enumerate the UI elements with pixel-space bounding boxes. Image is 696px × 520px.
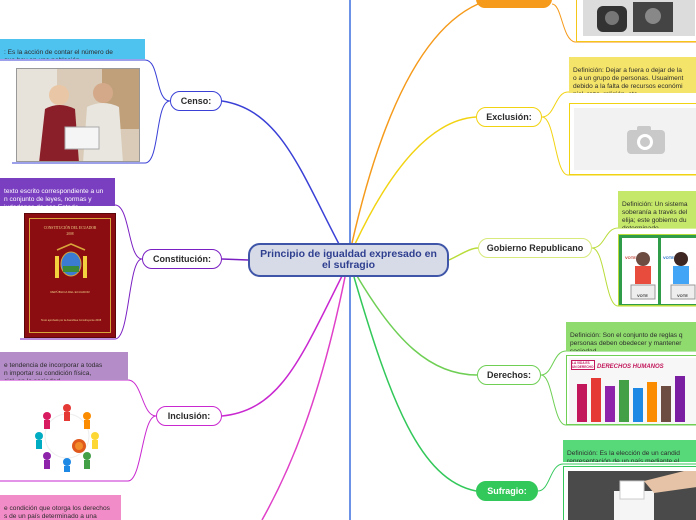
constitucion-book-image[interactable]: CONSTITUCIÓN DEL ECUADOR 2008 REPÚBLICA … [24, 213, 116, 338]
inclusion-definition[interactable]: e tendencia de incorporar a todas n impo… [0, 352, 128, 380]
node-gobierno-republicano[interactable]: Gobierno Republicano [478, 238, 592, 258]
vote-label-2: VOTE [637, 293, 648, 298]
censo-definition[interactable]: : Es la acción de contar el número de qu… [0, 39, 145, 59]
ballot-box-icon [568, 471, 696, 520]
book-title: CONSTITUCIÓN DEL ECUADOR [43, 226, 97, 230]
node-constitucion[interactable]: Constitución: [142, 249, 222, 269]
derechos-banner: DERECHOS HUMANOS [597, 364, 664, 370]
vote-label-3: VOTE [663, 255, 674, 260]
camera-icon [627, 126, 665, 154]
census-photo-icon [17, 69, 139, 161]
node-inclusion-label: Inclusión: [167, 411, 211, 421]
book-emblem-text: REPÚBLICA DEL ECUADOR [50, 290, 90, 294]
node-censo-label: Censo: [180, 96, 212, 106]
central-topic-title: Principio de igualdad expresado en el su… [260, 248, 437, 271]
node-exclusion[interactable]: Exclusión: [476, 107, 542, 127]
top-branch-image[interactable] [576, 0, 696, 42]
node-exclusion-label: Exclusión: [486, 112, 532, 122]
ecuador-coat-of-arms-icon [55, 243, 87, 278]
gobierno-definition[interactable]: Definición: Un sistema soberanía a travé… [618, 191, 696, 228]
sufragio-image[interactable] [563, 466, 696, 520]
node-inclusion[interactable]: Inclusión: [156, 406, 222, 426]
inclusion-image[interactable] [22, 396, 112, 472]
node-derechos-label: Derechos: [486, 370, 531, 380]
node-sufragio[interactable]: Sufragio: [476, 481, 538, 501]
ciudadania-definition[interactable]: e condición que otorga los derechos s de… [0, 495, 121, 520]
constitucion-definition[interactable]: texto escrito correspondiente a un n con… [0, 178, 115, 206]
exclusion-definition[interactable]: Definición: Dejar a fuera o dejar de la … [569, 57, 696, 93]
book-footer: Texto aprobado por la Asamblea Constituy… [40, 319, 102, 322]
people-circle-icon [35, 404, 99, 472]
node-top-branch[interactable] [476, 0, 552, 8]
exclusion-image-placeholder[interactable] [569, 103, 696, 175]
gobierno-vote-image[interactable]: VOTE VOTE VOTE VOTE [618, 234, 696, 306]
node-sufragio-label: Sufragio: [487, 486, 527, 496]
node-censo[interactable]: Censo: [170, 91, 222, 111]
censo-image[interactable] [16, 68, 140, 162]
book-year: 2008 [66, 232, 74, 236]
derechos-definition[interactable]: Definición: Son el conjunto de reglas q … [566, 322, 696, 351]
vote-label-1: VOTE [625, 255, 636, 260]
derechos-image[interactable]: DERECHOS HUMANOS LA VIDA ES UN DERECHO [566, 355, 696, 425]
node-constitucion-label: Constitución: [153, 254, 211, 264]
press-photo-icon [583, 0, 695, 36]
node-gobierno-label: Gobierno Republicano [486, 243, 584, 253]
sufragio-definition[interactable]: Definición: Es la elección de un candid … [563, 440, 696, 462]
voting-people-icon [622, 238, 696, 304]
node-derechos[interactable]: Derechos: [477, 365, 541, 385]
central-topic[interactable]: Principio de igualdad expresado en el su… [248, 243, 449, 277]
derechos-sign: LA VIDA ES UN DERECHO [571, 360, 595, 370]
vote-label-4: VOTE [677, 293, 688, 298]
